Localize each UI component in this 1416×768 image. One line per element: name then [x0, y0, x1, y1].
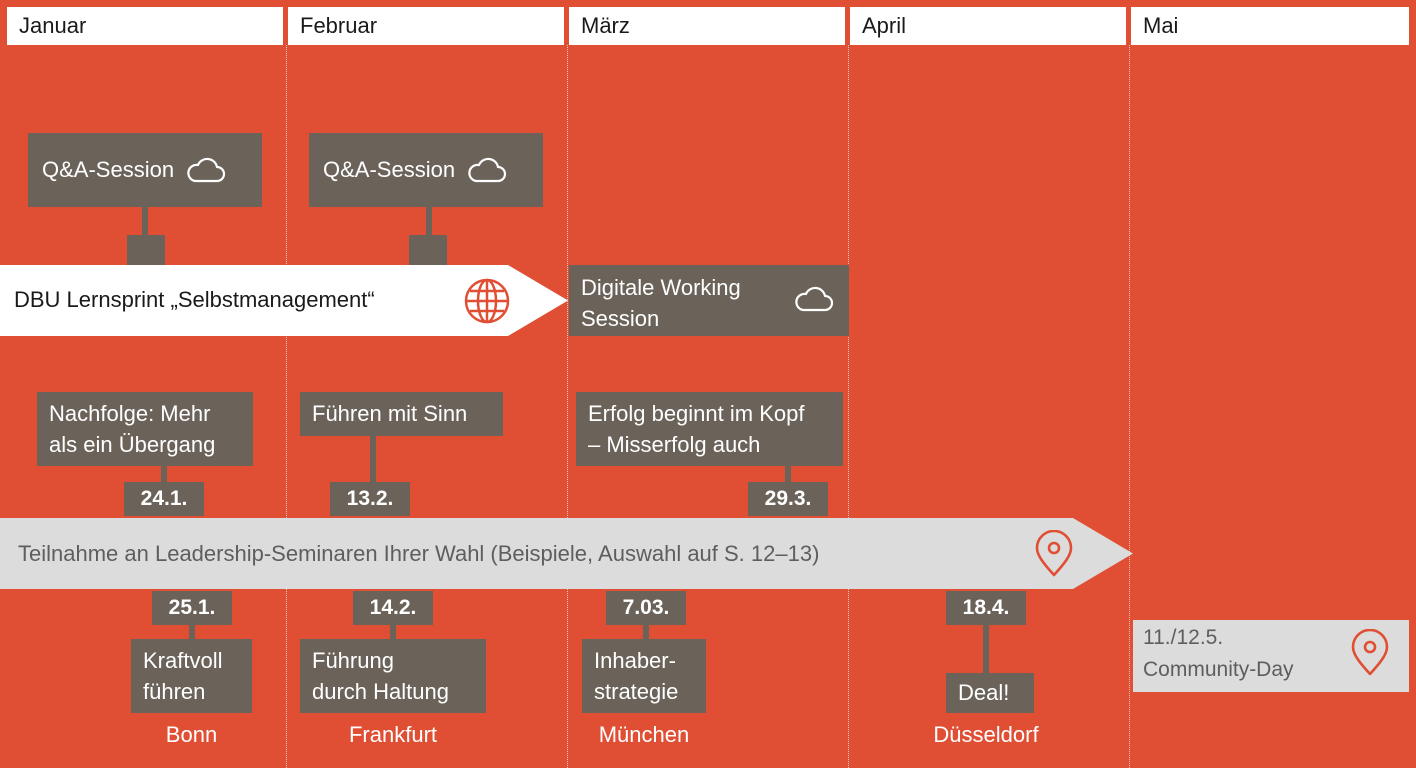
event-title-line1: Deal! [958, 680, 1010, 705]
event-title-line1: Nachfolge: Mehr [49, 401, 211, 426]
month-maerz: März [569, 7, 845, 45]
location-pin-icon [1033, 530, 1075, 578]
connector [643, 625, 649, 641]
event-title-line1: Inhaber- [594, 648, 676, 673]
event-title-line1: Führung [312, 648, 394, 673]
location-pin-icon [1349, 629, 1391, 677]
month-januar: Januar [7, 7, 283, 45]
event-city: Bonn [165, 722, 218, 747]
lernsprint-label: DBU Lernsprint „Selbstmanagement“ [14, 287, 375, 312]
event-kraftvoll-fuehren[interactable]: Kraftvoll führen [131, 639, 252, 713]
event-erfolg-beginnt[interactable]: Erfolg beginnt im Kopf – Misserfolg auch [576, 392, 843, 466]
connector [161, 466, 167, 484]
event-title-line2: als ein Übergang [49, 432, 216, 457]
event-city: Frankfurt [348, 722, 438, 747]
connector [189, 625, 195, 641]
cloud-icon [794, 285, 834, 313]
connector [370, 436, 376, 484]
event-title-line1: Führen mit Sinn [312, 401, 468, 426]
qa-session-box[interactable]: Q&A-Session [309, 133, 543, 207]
connector [983, 625, 989, 675]
event-date: 14.2. [353, 591, 433, 625]
event-date: 18.4. [946, 591, 1026, 625]
event-title-line1: Kraftvoll [143, 648, 223, 673]
connector [426, 207, 432, 237]
event-date: 29.3. [748, 482, 828, 516]
event-date: 7.03. [606, 591, 686, 625]
event-title-line1: Erfolg beginnt im Kopf [588, 401, 805, 426]
event-date: 24.1. [124, 482, 204, 516]
event-fuehrung-durch-haltung[interactable]: Führung durch Haltung [300, 639, 486, 713]
event-nachfolge[interactable]: Nachfolge: Mehr als ein Übergang [37, 392, 253, 466]
qa-session-box[interactable]: Q&A-Session [28, 133, 262, 207]
month-divider [567, 45, 568, 768]
event-date: 25.1. [152, 591, 232, 625]
month-april: April [850, 7, 1126, 45]
cloud-icon [467, 156, 507, 184]
connector [390, 625, 396, 641]
working-session-box[interactable]: Digitale Working Session [569, 265, 849, 336]
month-mai: Mai [1131, 7, 1409, 45]
event-fuehren-mit-sinn[interactable]: Führen mit Sinn [300, 392, 503, 436]
community-day-label: Community-Day [1143, 658, 1294, 681]
month-divider [848, 45, 849, 768]
qa-session-label: Q&A-Session [323, 157, 456, 182]
globe-icon [464, 278, 510, 324]
qa-session-label: Q&A-Session [42, 157, 175, 182]
working-session-line1: Digitale Working [581, 275, 741, 300]
event-date: 13.2. [330, 482, 410, 516]
event-title-line2: strategie [594, 679, 679, 704]
seminars-bar-label: Teilnahme an Leadership-Seminaren Ihrer … [18, 541, 820, 566]
event-title-line2: durch Haltung [312, 679, 449, 704]
connector [142, 207, 148, 237]
month-divider [286, 45, 287, 768]
community-day-date: 11./12.5. [1143, 626, 1224, 649]
community-day-box[interactable]: 11./12.5. Community-Day [1133, 620, 1409, 692]
month-divider [1129, 45, 1130, 768]
month-februar: Februar [288, 7, 564, 45]
lernsprint-arrow[interactable]: DBU Lernsprint „Selbstmanagement“ [0, 265, 568, 336]
event-inhaberstrategie[interactable]: Inhaber- strategie [582, 639, 706, 713]
event-title-line2: führen [143, 679, 206, 704]
connector [785, 466, 791, 484]
event-city: München [598, 722, 690, 747]
event-deal[interactable]: Deal! [946, 673, 1034, 713]
event-title-line2: – Misserfolg auch [588, 432, 761, 457]
seminars-bar[interactable]: Teilnahme an Leadership-Seminaren Ihrer … [0, 518, 1133, 589]
event-city: Düsseldorf [933, 722, 1039, 747]
working-session-line2: Session [581, 306, 660, 331]
cloud-icon [186, 156, 226, 184]
